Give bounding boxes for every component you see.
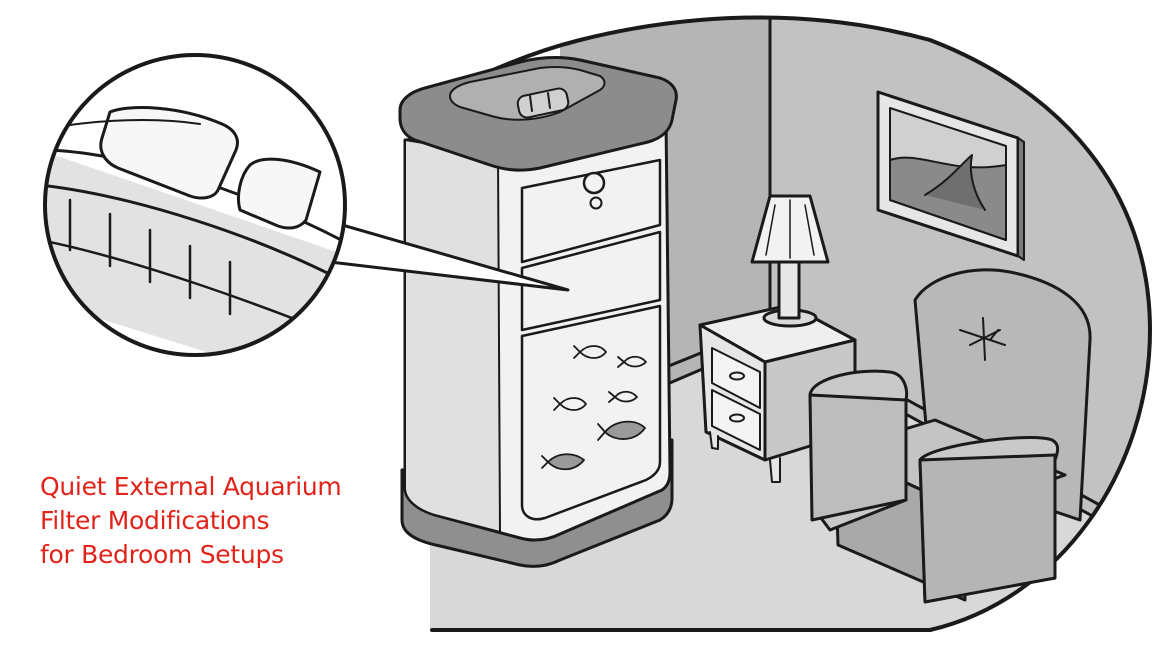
aquarium-filter: [398, 56, 678, 568]
title-line-3: for Bedroom Setups: [40, 540, 284, 569]
lamp-icon: [750, 194, 830, 328]
title-line-2: Filter Modifications: [40, 506, 270, 535]
page-title: Quiet External Aquarium Filter Modificat…: [40, 470, 342, 572]
fish-icon: [541, 345, 647, 471]
picture-frame-icon: [876, 90, 1025, 261]
zoom-callout: [43, 53, 347, 357]
chair-icon: [808, 268, 1092, 604]
title-line-1: Quiet External Aquarium: [40, 472, 342, 501]
pillow-icon: [99, 106, 322, 230]
room-vignette-border: [428, 15, 1152, 632]
